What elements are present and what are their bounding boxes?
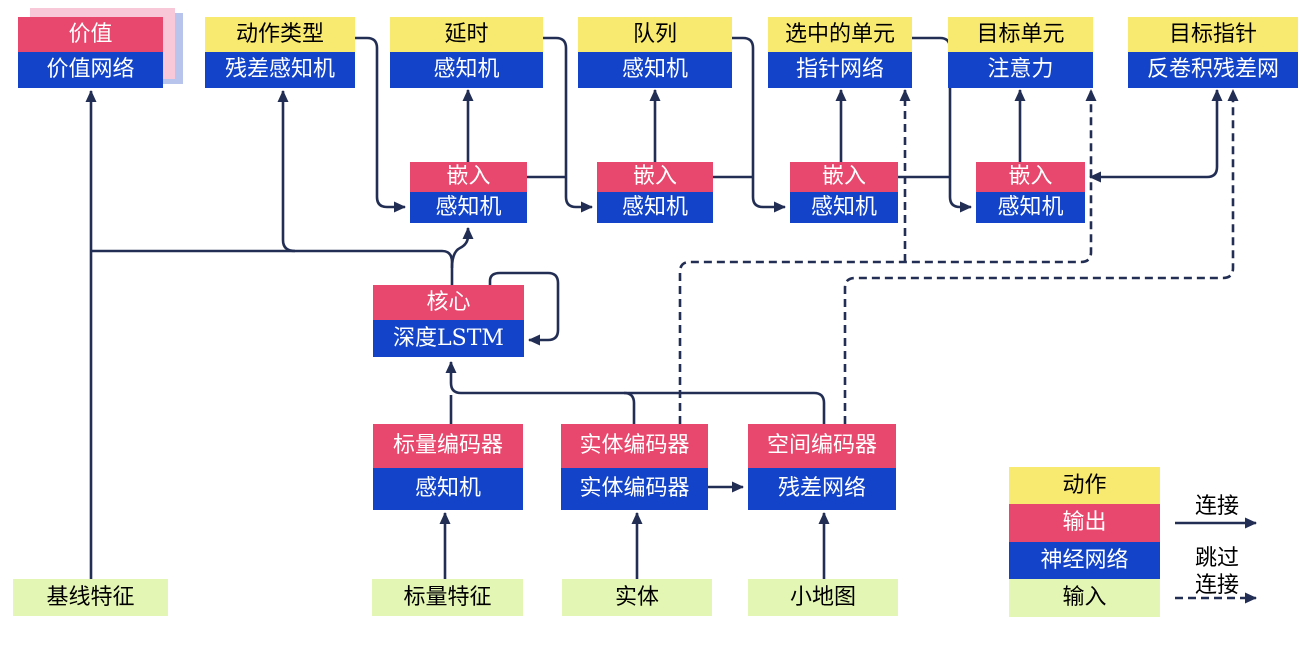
node-spatial-encoder-header: 空间编码器 (748, 424, 896, 468)
node-value-header: 价值 (18, 17, 163, 52)
node-entity-encoder-header: 实体编码器 (561, 424, 708, 468)
edge-trunk-to-action-type (277, 90, 296, 253)
node-queue: 队列 感知机 (578, 17, 732, 88)
node-value-body: 价值网络 (18, 52, 163, 88)
node-target-pointer: 目标指针 反卷积残差网 (1128, 17, 1298, 88)
node-delay-body: 感知机 (390, 52, 543, 88)
edge-action-type-to-embed1 (355, 36, 406, 213)
node-baseline-features-label: 基线特征 (13, 579, 168, 616)
node-selected-units: 选中的单元 指针网络 (768, 17, 912, 88)
node-embed-2-header: 嵌入 (597, 162, 713, 192)
node-entities-label: 实体 (562, 579, 712, 616)
node-embed-3: 嵌入 感知机 (790, 162, 898, 223)
node-action-type-body: 残差感知机 (205, 52, 355, 88)
edge-core-to-embed-1 (450, 227, 474, 269)
node-scalar-features-label: 标量特征 (372, 579, 523, 616)
legend-action: 动作 (1009, 467, 1160, 504)
node-embed-2: 嵌入 感知机 (597, 162, 713, 223)
node-embed-4-body: 感知机 (976, 192, 1085, 223)
edge-entity-encoder-stub (623, 391, 636, 424)
node-core-header: 核心 (373, 285, 524, 320)
edge-queue-to-embed3 (732, 36, 786, 213)
node-core: 核心 深度LSTM (373, 285, 524, 357)
node-value: 价值 价值网络 (18, 17, 163, 88)
node-embed-2-body: 感知机 (597, 192, 713, 223)
node-entity-encoder-body: 实体编码器 (561, 468, 708, 510)
skip-spatial-encoder-to-target-pointer (843, 89, 1239, 424)
legend-color-stack: 动作 输出 神经网络 输入 (1009, 467, 1160, 617)
node-embed-1: 嵌入 感知机 (410, 162, 527, 223)
edge-core-output-trunk (91, 249, 454, 285)
node-core-body: 深度LSTM (373, 320, 524, 357)
legend-connection-label: 连接 (1194, 494, 1239, 519)
node-spatial-encoder: 空间编码器 残差网络 (748, 424, 896, 510)
node-target-unit: 目标单元 注意力 (948, 17, 1093, 88)
node-baseline-features: 基线特征 (13, 579, 168, 616)
edge-encoders-to-core (445, 361, 826, 424)
skip-entity-encoder-to-target-unit (678, 89, 1097, 424)
legend-neural-network: 神经网络 (1009, 542, 1160, 579)
node-selected-units-header: 选中的单元 (768, 17, 912, 52)
node-minimap: 小地图 (748, 579, 898, 616)
node-entity-encoder: 实体编码器 实体编码器 (561, 424, 708, 510)
node-spatial-encoder-body: 残差网络 (748, 468, 896, 510)
node-queue-header: 队列 (578, 17, 732, 52)
edge-selected-units-to-embed4 (912, 36, 972, 213)
node-embed-1-body: 感知机 (410, 192, 527, 223)
edge-delay-to-embed2 (543, 36, 593, 213)
node-entities: 实体 (562, 579, 712, 616)
node-scalar-features: 标量特征 (372, 579, 523, 616)
node-embed-3-header: 嵌入 (790, 162, 898, 192)
node-scalar-encoder: 标量编码器 感知机 (373, 424, 523, 510)
node-minimap-label: 小地图 (748, 579, 898, 616)
node-scalar-encoder-body: 感知机 (373, 468, 523, 510)
node-target-pointer-body: 反卷积残差网 (1128, 52, 1298, 88)
node-delay: 延时 感知机 (390, 17, 543, 88)
edge-embed4-target-pointer (1089, 89, 1223, 183)
node-embed-4: 嵌入 感知机 (976, 162, 1085, 223)
node-target-unit-body: 注意力 (948, 52, 1093, 88)
node-action-type-header: 动作类型 (205, 17, 355, 52)
node-embed-1-header: 嵌入 (410, 162, 527, 192)
legend-skip-label-line1: 跳过 (1194, 546, 1239, 571)
node-embed-4-header: 嵌入 (976, 162, 1085, 192)
node-queue-body: 感知机 (578, 52, 732, 88)
legend-input: 输入 (1009, 579, 1160, 617)
node-action-type: 动作类型 残差感知机 (205, 17, 355, 88)
node-target-unit-header: 目标单元 (948, 17, 1093, 52)
node-target-pointer-header: 目标指针 (1128, 17, 1298, 52)
node-scalar-encoder-header: 标量编码器 (373, 424, 523, 468)
node-selected-units-body: 指针网络 (768, 52, 912, 88)
node-embed-3-body: 感知机 (790, 192, 898, 223)
legend-output: 输出 (1009, 504, 1160, 542)
node-delay-header: 延时 (390, 17, 543, 52)
edge-core-self-loop (488, 271, 560, 346)
legend-skip-label-line2: 连接 (1194, 573, 1239, 598)
